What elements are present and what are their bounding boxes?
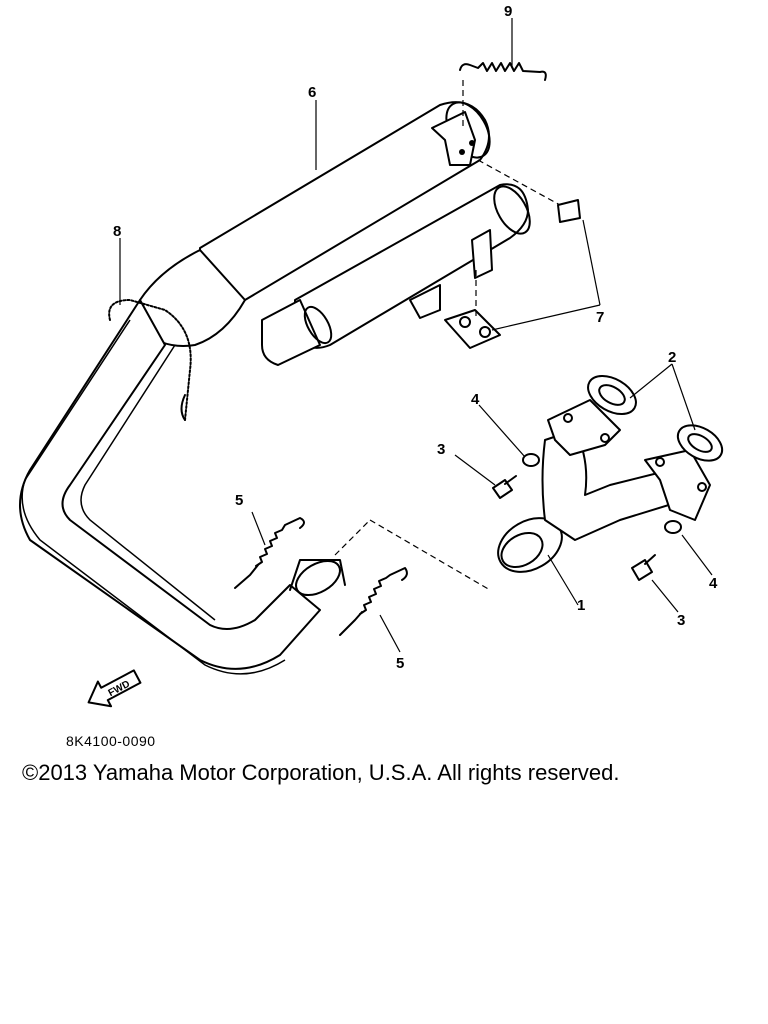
springs-5 <box>234 517 408 636</box>
callout-4-right: 4 <box>709 575 718 592</box>
callout-3-left: 3 <box>437 441 445 458</box>
leader-lines <box>119 18 713 653</box>
exhaust-manifold <box>497 399 711 573</box>
callout-3-right: 3 <box>677 612 685 629</box>
assembly-lines <box>334 80 561 591</box>
callout-6: 6 <box>308 84 316 101</box>
callout-5-upper: 5 <box>235 492 243 509</box>
fwd-arrow: FWD <box>87 669 142 708</box>
muffler-body <box>139 101 531 366</box>
callout-2: 2 <box>668 349 676 366</box>
callout-4-left: 4 <box>471 391 480 408</box>
callout-8: 8 <box>113 223 121 240</box>
damper-parts-7 <box>444 199 581 349</box>
callout-labels: 9 6 8 7 2 4 3 5 4 1 3 5 <box>113 3 718 672</box>
exhaust-pipe <box>19 299 346 675</box>
callout-1: 1 <box>577 597 585 614</box>
spring-wrap-8 <box>108 299 192 421</box>
spring-9 <box>459 62 547 81</box>
exhaust-parts-diagram: 9 6 8 7 2 4 3 5 4 1 3 5 FWD <box>19 3 724 708</box>
callout-9: 9 <box>504 3 512 20</box>
diagram-code: 8K4100-0090 <box>66 733 156 749</box>
callout-7: 7 <box>596 309 604 326</box>
diagram-svg: 9 6 8 7 2 4 3 5 4 1 3 5 FWD <box>19 3 724 708</box>
copyright-notice: ©2013 Yamaha Motor Corporation, U.S.A. A… <box>22 760 620 785</box>
bolts-and-washers <box>492 453 682 581</box>
callout-5-lower: 5 <box>396 655 404 672</box>
gaskets <box>587 375 724 462</box>
